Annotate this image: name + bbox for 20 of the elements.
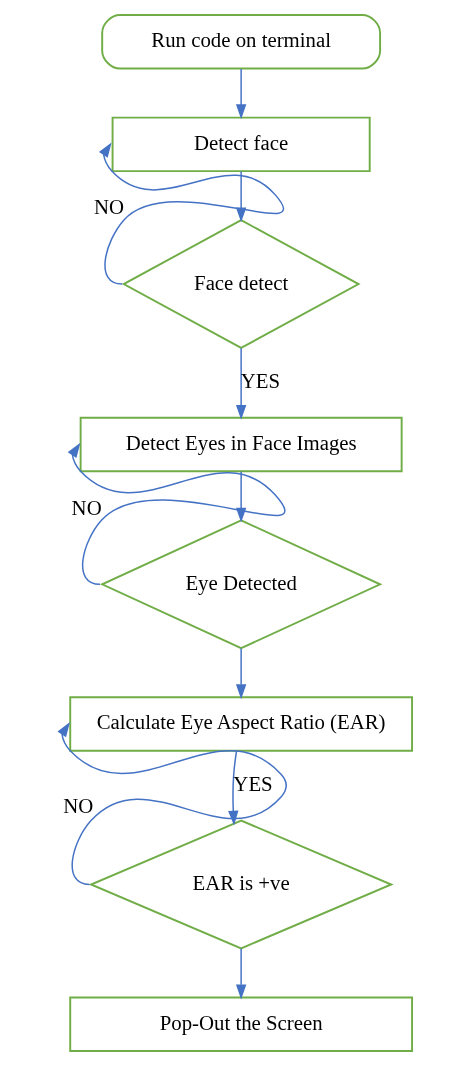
arrow	[235, 948, 246, 1000]
node-box: Run code on terminal	[100, 14, 381, 70]
arrow	[235, 647, 246, 700]
arrow	[98, 142, 283, 285]
node-diamond: Face detect	[121, 219, 361, 350]
arrow	[235, 68, 246, 120]
node-box: Detect face	[111, 116, 371, 173]
arrow	[235, 170, 246, 223]
node-diamond: EAR is +ve	[88, 819, 394, 950]
edge-label: NO	[62, 793, 93, 817]
node-diamond: Eye Detected	[99, 519, 382, 650]
node-box: Detect Eyes in Face Images	[79, 416, 403, 473]
arrow	[67, 442, 285, 585]
node-box: Pop-Out the Screen	[68, 996, 413, 1052]
edge-label: NO	[71, 495, 102, 519]
node-box: Calculate Eye Aspect Ratio (EAR)	[68, 696, 413, 752]
arrow	[56, 722, 287, 886]
edge-label: NO	[93, 195, 124, 219]
arrow	[227, 750, 238, 826]
arrow	[235, 347, 246, 420]
